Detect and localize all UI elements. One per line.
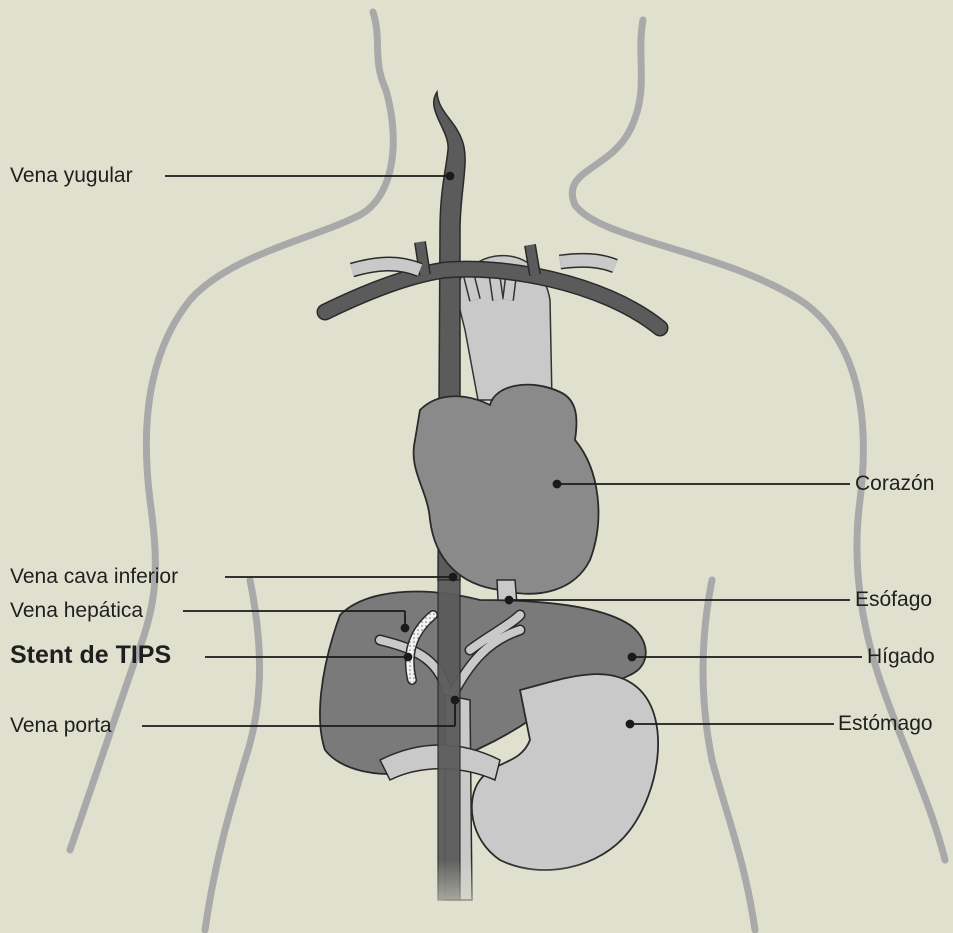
- label-vena-cava-inferior: Vena cava inferior: [10, 565, 178, 589]
- label-vena-hepatica: Vena hepática: [10, 599, 143, 623]
- label-vena-porta: Vena porta: [10, 714, 112, 738]
- inferior-vena-cava: [438, 580, 460, 900]
- label-stent-tips: Stent de TIPS: [10, 643, 171, 667]
- label-vena-yugular: Vena yugular: [10, 164, 133, 188]
- label-corazon: Corazón: [855, 472, 934, 496]
- label-estomago: Estómago: [838, 712, 933, 736]
- label-esofago: Esófago: [855, 588, 932, 612]
- label-higado: Hígado: [867, 645, 935, 669]
